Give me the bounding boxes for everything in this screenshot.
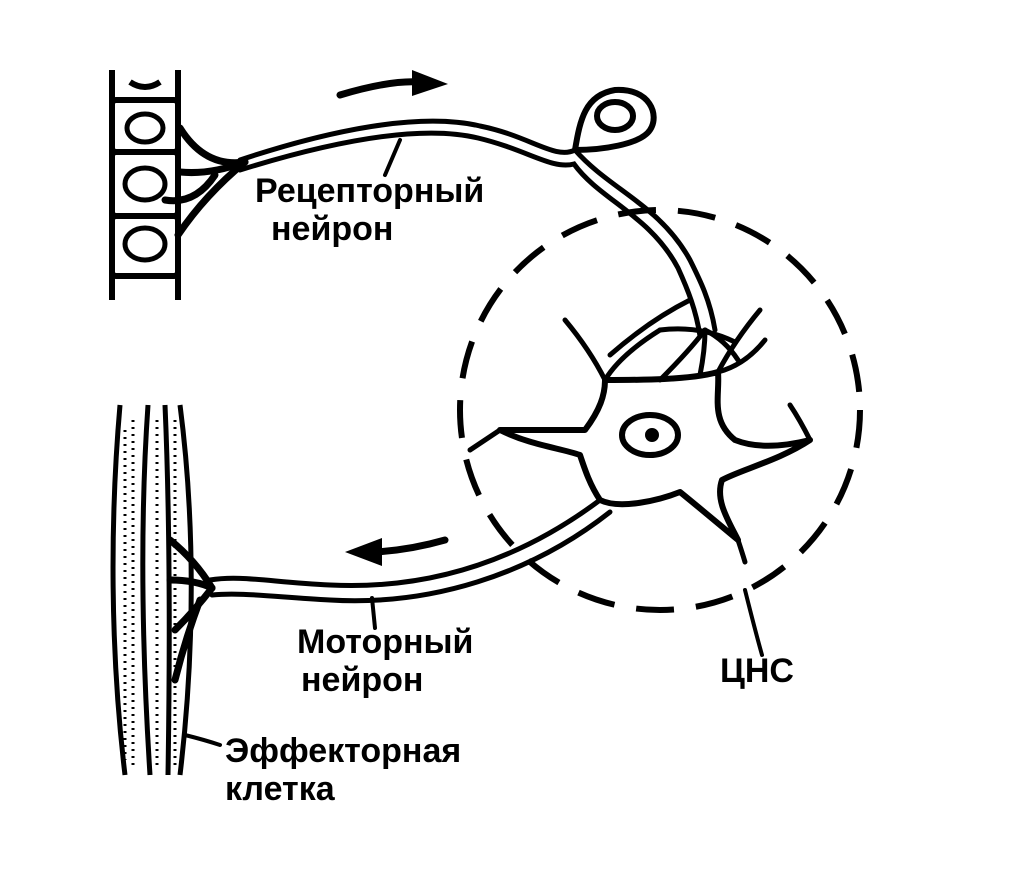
effector-striations [123, 420, 177, 770]
arrow-right-icon [336, 70, 448, 99]
motor-neuron-label-line2: нейрон [301, 661, 424, 699]
leader-lines [183, 138, 764, 747]
effector-cell-label-line1: Эффекторная [225, 732, 462, 770]
receptor-cell-column [109, 70, 181, 300]
cns-boundary [457, 207, 863, 613]
effector-muscle-cell [110, 404, 194, 776]
arrow-left-icon [345, 536, 449, 566]
motor-neuron-dendrites [467, 307, 813, 565]
cns-label-text: ЦНС [720, 652, 794, 690]
receptor-neuron-label-line1: Рецепторный [255, 172, 485, 210]
motor-neuron-label-line1: Моторный [297, 623, 474, 661]
cns-label: ЦНС [720, 652, 794, 690]
receptor-neuron-label: Рецепторный нейрон [255, 172, 484, 248]
motor-neuron-nucleus [619, 412, 681, 458]
receptor-ganglion-cell [571, 86, 657, 154]
synaptic-branches [607, 297, 741, 383]
effector-cell-label: Эффекторная клетка [225, 732, 461, 808]
motor-neuron-label: Моторный нейрон [297, 623, 473, 699]
receptor-neuron-axon [237, 118, 718, 339]
receptor-terminal-branches [161, 124, 249, 239]
effector-cell-label-line2: клетка [225, 770, 335, 808]
receptor-neuron-label-line2: нейрон [271, 210, 394, 248]
receptor-cell-nuclei [122, 111, 168, 263]
